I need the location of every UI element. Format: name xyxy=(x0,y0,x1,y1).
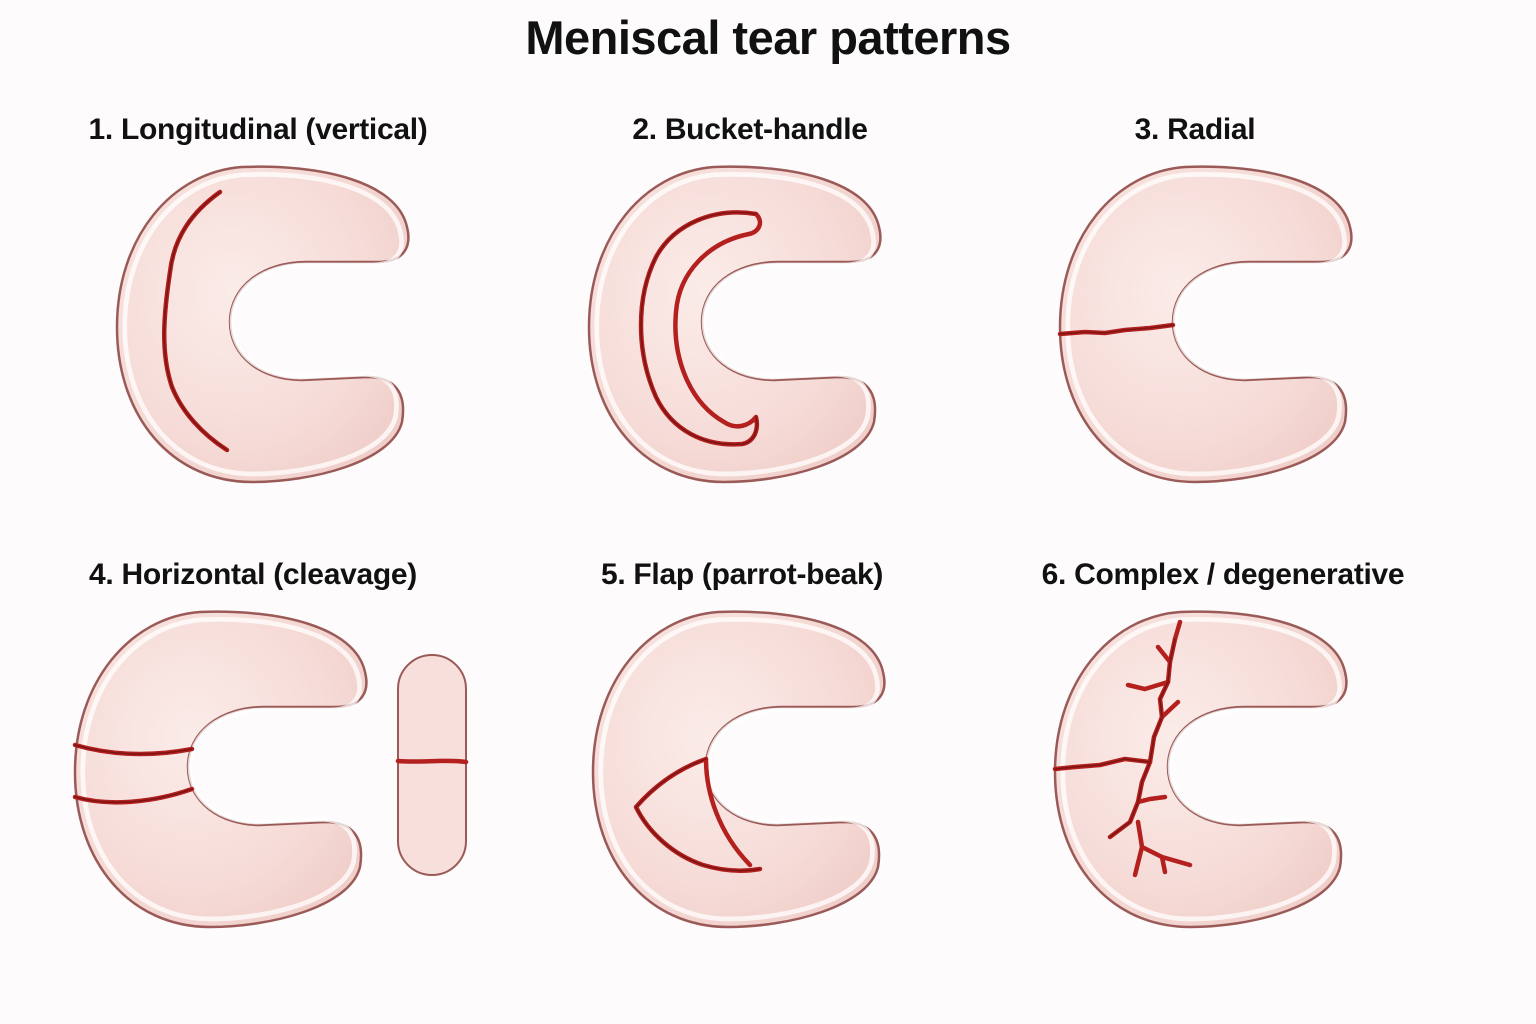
meniscus-radial xyxy=(1057,165,1353,484)
meniscus-flap xyxy=(591,610,886,929)
cross-section-fragment xyxy=(395,654,469,876)
panel-title-bucket-handle: 2. Bucket-handle xyxy=(632,113,868,146)
meniscus-complex xyxy=(1052,610,1348,929)
tear-complex xyxy=(1052,619,1193,878)
page-title: Meniscal tear patterns xyxy=(525,11,1011,64)
tear-cross-section xyxy=(395,758,469,765)
panel-title-flap: 5. Flap (parrot-beak) xyxy=(600,558,884,591)
panel-title-complex: 6. Complex / degenerative xyxy=(1041,558,1405,591)
meniscus-horizontal xyxy=(72,610,368,929)
meniscus-longitudinal xyxy=(115,165,410,484)
panel-title-horizontal: 4. Horizontal (cleavage) xyxy=(89,558,417,591)
meniscus-bucket-handle xyxy=(587,165,882,484)
panel-title-radial: 3. Radial xyxy=(1134,113,1256,146)
panel-title-longitudinal: 1. Longitudinal (vertical) xyxy=(88,113,428,146)
